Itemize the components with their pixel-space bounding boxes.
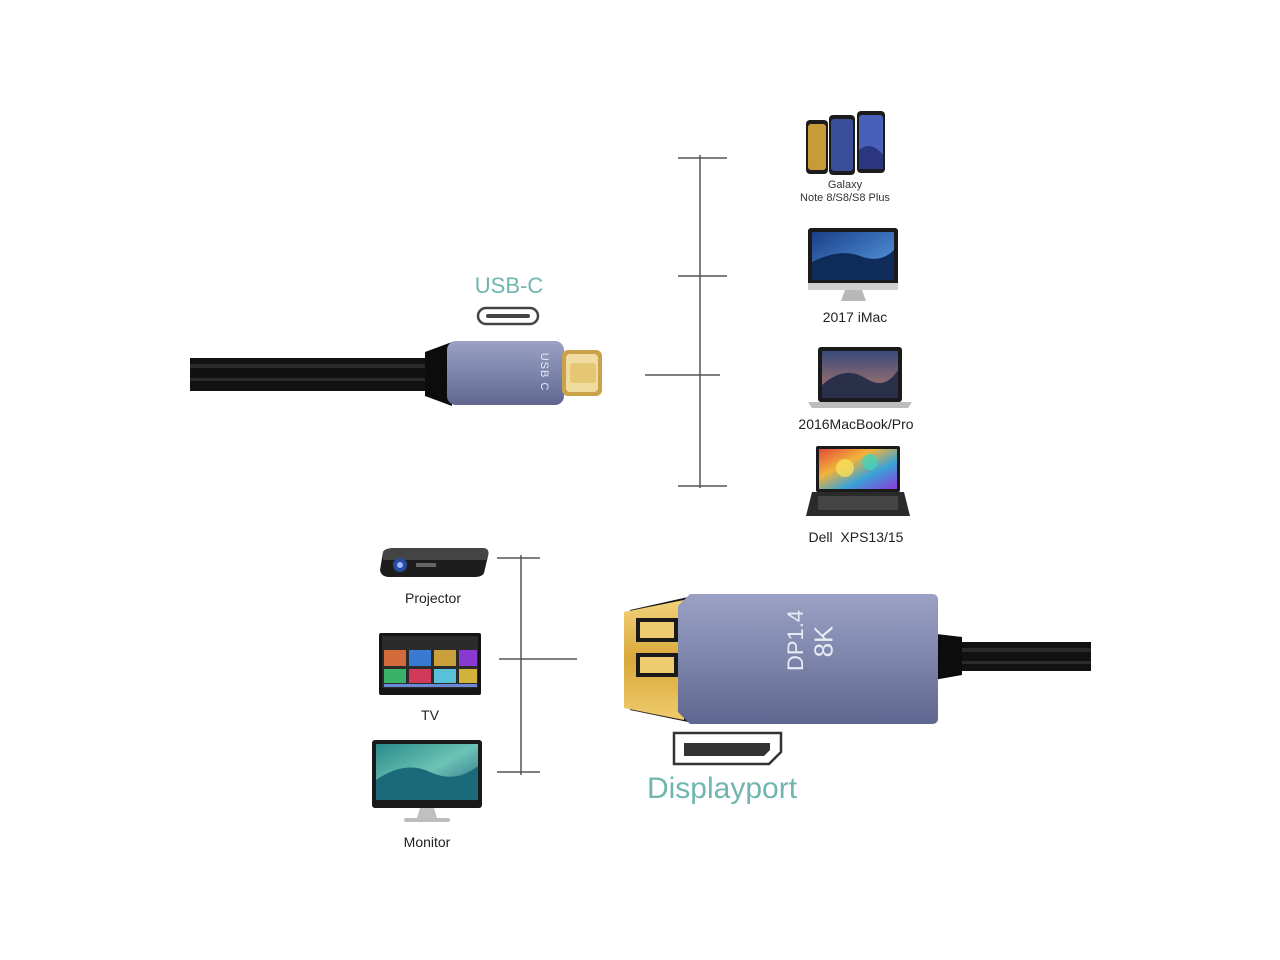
display-bracket — [497, 555, 577, 775]
macbook-icon — [808, 347, 912, 408]
galaxy-label-line2: Note 8/S8/S8 Plus — [800, 192, 890, 204]
projector-label: Projector — [404, 590, 462, 606]
projector-icon — [380, 548, 489, 577]
displayport-port-icon — [672, 731, 783, 766]
galaxy-label-line1: Galaxy — [827, 179, 863, 191]
dell-label: Dell XPS13/15 — [808, 529, 904, 545]
displayport-cable — [624, 594, 1091, 724]
monitor-icon — [372, 740, 482, 822]
monitor-label: Monitor — [403, 834, 451, 850]
imac-label: 2017 iMac — [822, 309, 888, 325]
tv-label: TV — [421, 707, 439, 723]
smartphones-icon — [806, 111, 885, 175]
dp-plug-text-line1: DP1.4 — [783, 609, 808, 671]
imac-icon — [808, 228, 898, 301]
tv-icon — [379, 633, 481, 695]
usb-c-port-icon — [476, 306, 540, 326]
dp-plug-text-line2: 8K — [808, 625, 839, 658]
source-bracket — [645, 155, 727, 488]
macbook-label: 2016MacBook/Pro — [798, 416, 914, 432]
usb-c-label: USB-C — [474, 273, 544, 298]
laptop-icon — [806, 446, 910, 516]
usb-c-cable — [190, 341, 602, 406]
displayport-label: Displayport — [646, 772, 798, 805]
usb-c-plug-text: USB C — [538, 352, 550, 392]
